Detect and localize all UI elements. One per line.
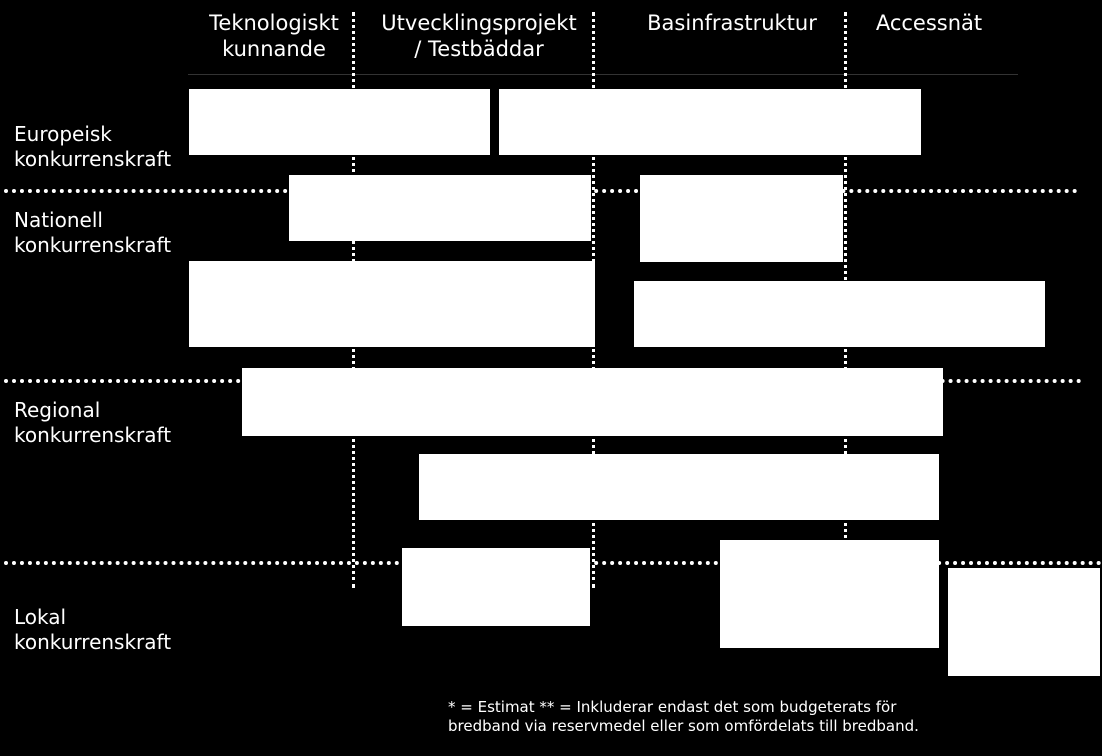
box-reg-a bbox=[242, 368, 943, 436]
box-eu-left bbox=[189, 89, 490, 155]
box-nat-d bbox=[634, 281, 1045, 347]
box-nat-c bbox=[189, 261, 595, 347]
row-label-lokal: Lokal konkurrenskraft bbox=[14, 605, 172, 654]
column-header-teknologiskt: Teknologiskt kunnande bbox=[209, 11, 339, 61]
row-label-nationell: Nationell konkurrenskraft bbox=[14, 208, 172, 257]
header-rule bbox=[188, 74, 1018, 75]
column-header-basinfrastruktur: Basinfrastruktur bbox=[647, 11, 817, 35]
box-reg-b bbox=[419, 454, 939, 520]
column-header-accessnat: Accessnät bbox=[875, 11, 983, 35]
column-header-utvecklingsprojekt: Utvecklingsprojekt / Testbäddar bbox=[381, 11, 577, 61]
box-nat-a bbox=[289, 175, 591, 241]
box-lok-b bbox=[720, 540, 939, 648]
box-eu-right bbox=[499, 89, 921, 155]
footnote: * = Estimat ** = Inkluderar endast det s… bbox=[448, 698, 919, 735]
row-label-europeisk: Europeisk konkurrenskraft bbox=[14, 122, 172, 171]
box-lok-a bbox=[402, 548, 590, 626]
box-lok-c bbox=[948, 568, 1100, 676]
row-label-regional: Regional konkurrenskraft bbox=[14, 398, 172, 447]
box-nat-b bbox=[640, 175, 843, 262]
